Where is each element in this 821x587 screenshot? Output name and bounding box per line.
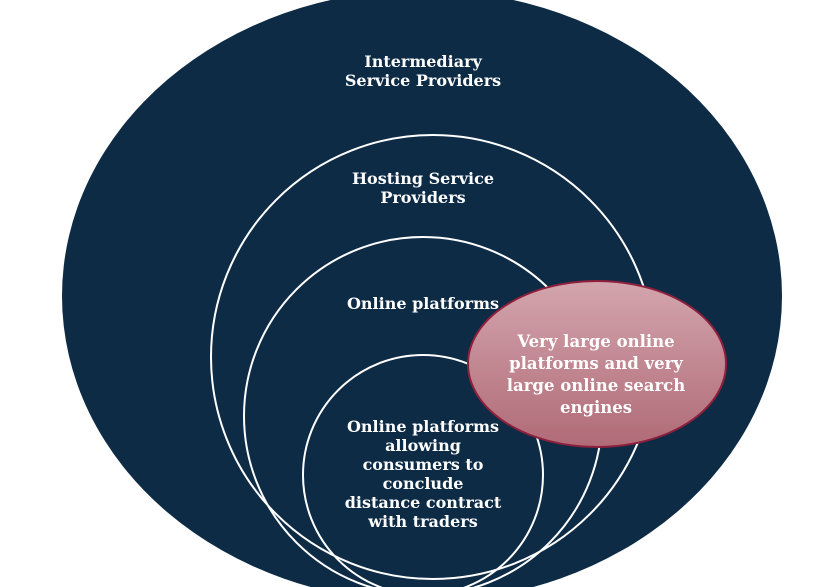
very-large-platforms-ellipse [467, 280, 727, 448]
hosting-service-providers-label: Hosting Service Providers [351, 169, 495, 207]
online-platforms-label: Online platforms [346, 294, 500, 313]
b2c-online-platforms-label: Online platforms allowing consumers to c… [344, 417, 502, 531]
very-large-platforms-label: Very large online platforms and very lar… [506, 332, 686, 417]
intermediary-service-providers-label: Intermediary Service Providers [344, 52, 502, 90]
b2c-online-platforms-circle [302, 354, 544, 587]
